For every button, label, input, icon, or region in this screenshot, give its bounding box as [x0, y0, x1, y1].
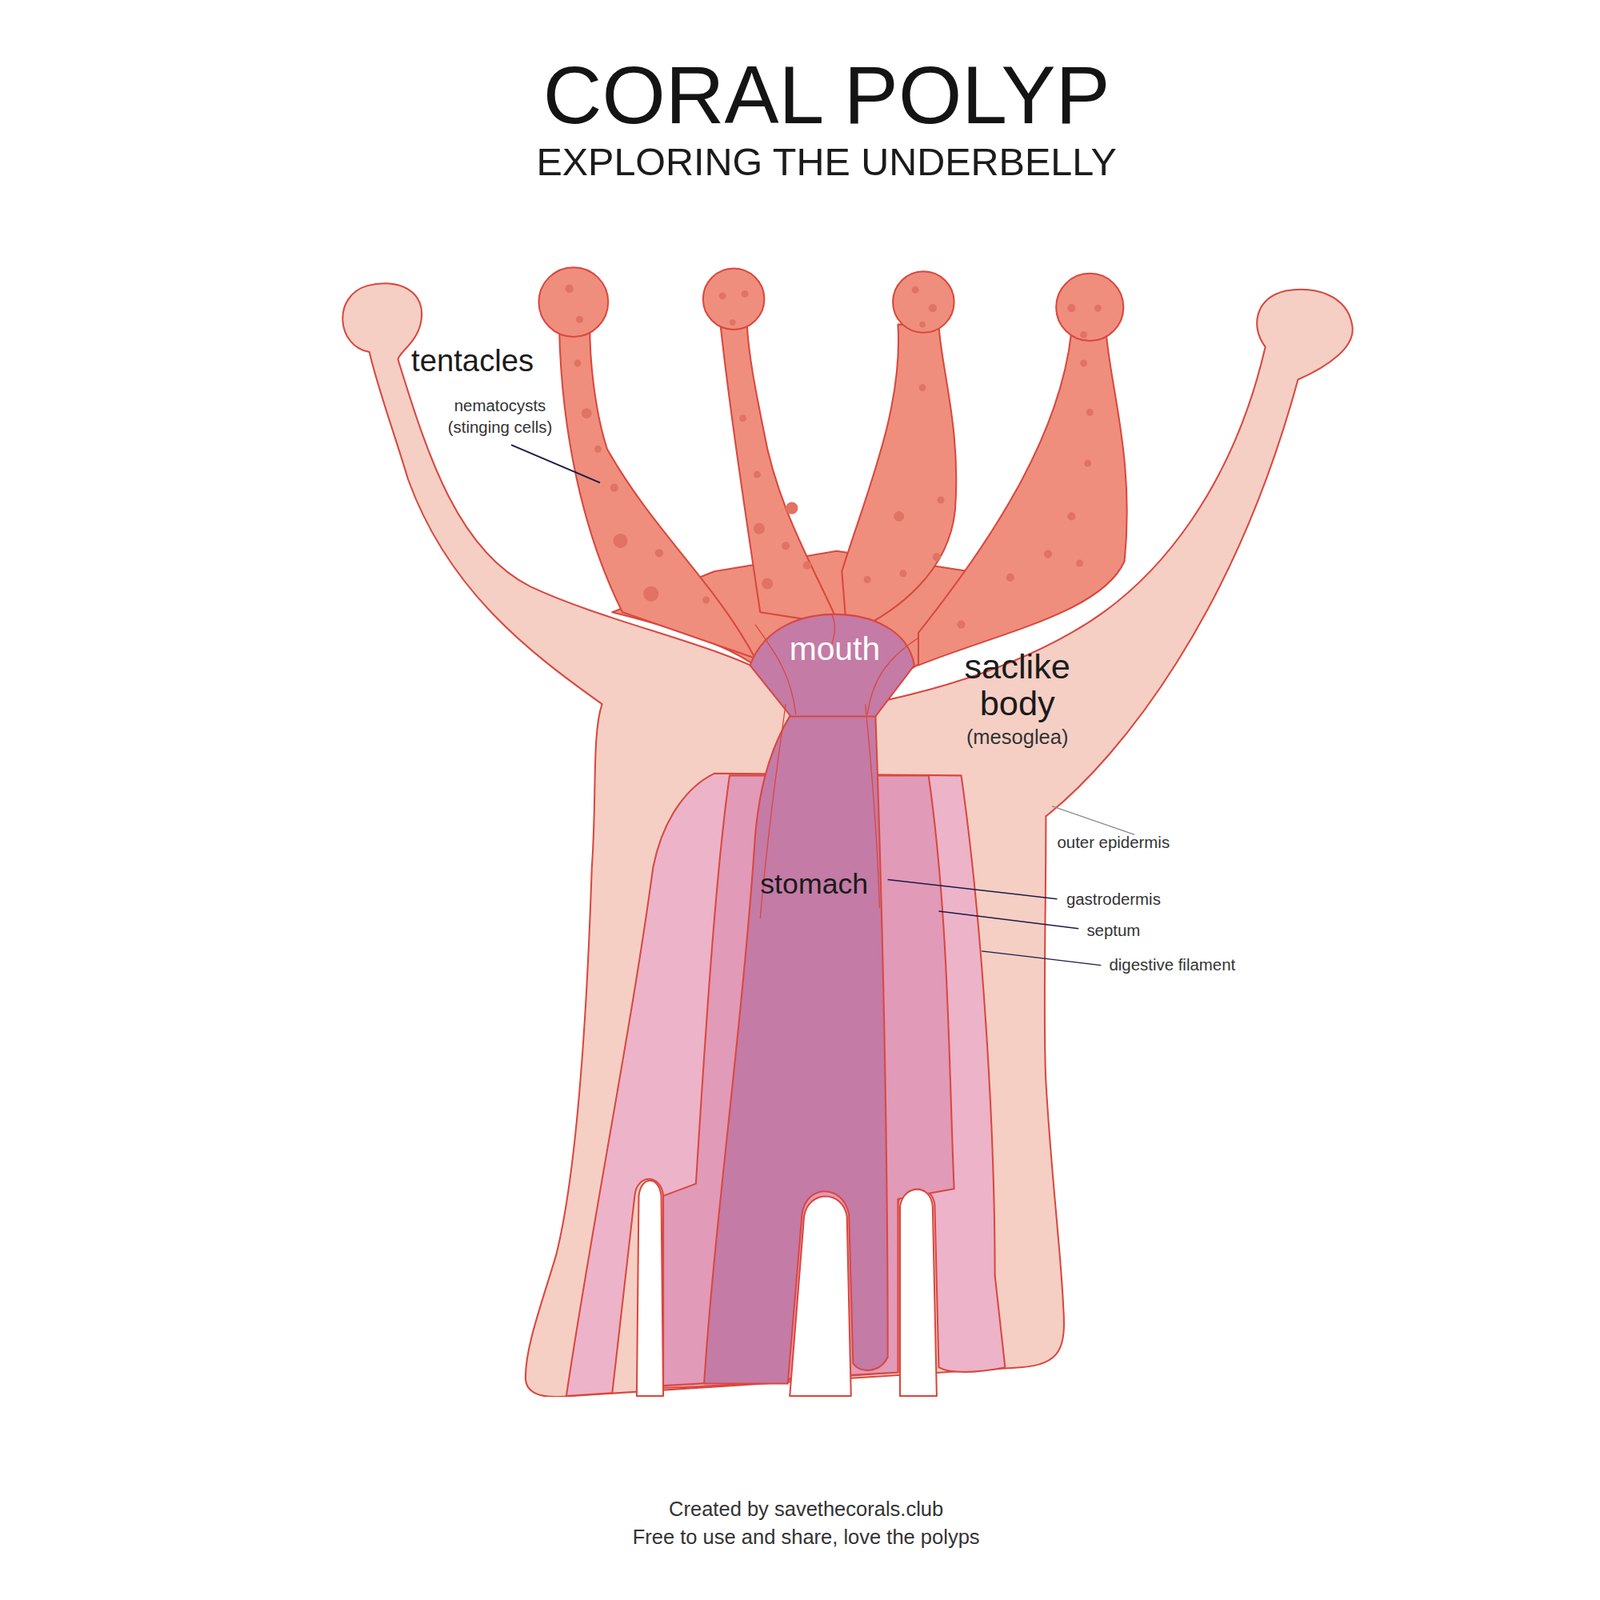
credit-note: Free to use and share, love the polyps — [632, 1525, 980, 1549]
part-label: mouth — [789, 630, 880, 668]
diagram-title: CORAL POLYP — [543, 48, 1111, 143]
part-label: digestive filament — [1108, 956, 1236, 975]
part-label: stomach — [760, 868, 868, 901]
part-label: saclike body — [945, 648, 1089, 722]
part-label: gastrodermis — [1066, 891, 1161, 910]
part-label: nematocysts (stinging cells) — [433, 396, 567, 439]
subtitle: EXPLORING THE UNDERBELLY — [536, 140, 1116, 186]
part-label: (mesoglea) — [966, 725, 1069, 749]
part-label: septum — [1086, 921, 1140, 940]
credit-caption: Created by savethecorals.club — [668, 1497, 944, 1521]
part-label: outer epidermis — [1056, 833, 1170, 852]
part-label: tentacles — [411, 344, 534, 380]
